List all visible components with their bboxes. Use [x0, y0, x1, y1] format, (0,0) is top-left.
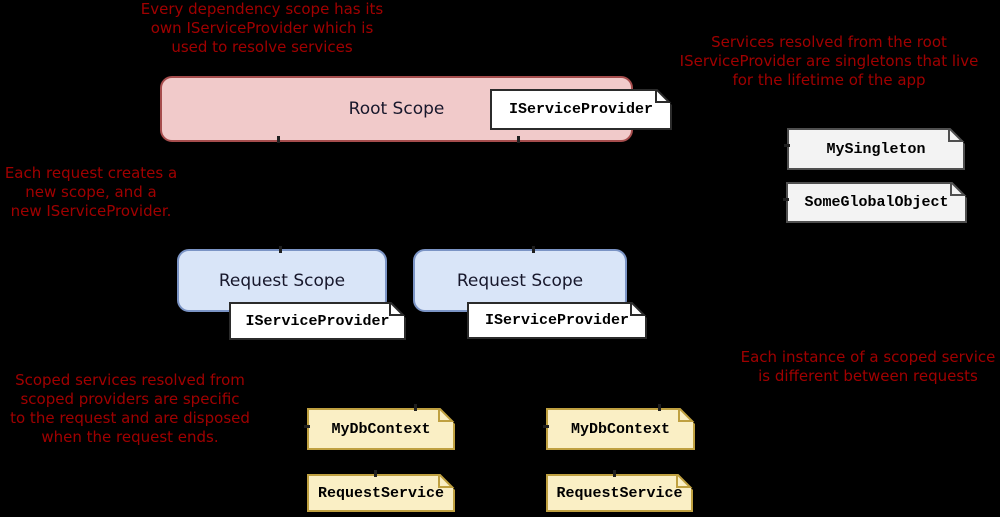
note-label: IServiceProvider [484, 312, 630, 329]
request-scope-2-box: Request Scope [413, 249, 627, 312]
annotation-top-left: Every dependency scope has its own IServ… [96, 0, 428, 57]
annotation-line: scoped providers are specific [20, 390, 240, 408]
folded-corner-icon [948, 128, 965, 144]
mydbcontext-note-request-2: MyDbContext [546, 408, 695, 450]
note-label: SomeGlobalObject [804, 194, 949, 211]
connector-tick [277, 136, 280, 143]
note-label: IServiceProvider [508, 101, 654, 118]
connector-tick [374, 470, 377, 477]
folded-corner-icon [655, 89, 672, 105]
connector-tick [414, 404, 417, 411]
connector-tick [613, 470, 616, 477]
connector-tick [658, 404, 661, 411]
annotation-line: IServiceProvider are singletons that liv… [679, 52, 979, 70]
annotation-line: to the request and are disposed [10, 409, 250, 427]
annotation-line: Every dependency scope has its [140, 0, 384, 18]
annotation-line: Each instance of a scoped service [740, 348, 996, 366]
mysingleton-note: MySingleton [787, 128, 965, 170]
note-label: MyDbContext [331, 420, 431, 438]
folded-corner-icon [389, 302, 406, 318]
root-scope-label: Root Scope [348, 99, 445, 119]
requestservice-note-request-2: RequestService [546, 474, 693, 512]
annotation-line: Scoped services resolved from [15, 371, 245, 389]
iserviceprovider-note-request-2: IServiceProvider [467, 302, 647, 339]
annotation-line: own IServiceProvider which is [150, 19, 374, 37]
annotation-mid-right: Each instance of a scoped service is dif… [722, 348, 1000, 386]
folded-corner-icon [630, 302, 647, 318]
annotation-line: Services resolved from the root [711, 33, 947, 51]
note-label: IServiceProvider [245, 312, 390, 330]
connector-tick [783, 198, 789, 201]
folded-corner-icon [438, 408, 455, 424]
annotation-bottom-left: Scoped services resolved from scoped pro… [0, 371, 270, 447]
note-label: MySingleton [826, 140, 926, 158]
note-label: MyDbContext [570, 420, 671, 438]
note-label: RequestService [317, 484, 445, 502]
request-scope-1-label: Request Scope [218, 270, 346, 291]
connector-tick [543, 425, 549, 428]
annotation-line: Each request creates a [4, 164, 178, 182]
mydbcontext-note-request-1: MyDbContext [307, 408, 455, 450]
iserviceprovider-note-root: IServiceProvider [490, 89, 672, 130]
iserviceprovider-note-request-1: IServiceProvider [229, 302, 406, 340]
annotation-line: when the request ends. [41, 428, 219, 446]
note-label: RequestService [556, 484, 683, 502]
annotation-mid-left: Each request creates a new scope, and a … [0, 164, 194, 221]
someglobalobject-note: SomeGlobalObject [786, 182, 967, 223]
connector-tick [532, 246, 535, 253]
connector-tick [784, 144, 790, 147]
annotation-line: is different between requests [758, 367, 978, 385]
annotation-line: for the lifetime of the app [732, 71, 926, 89]
annotation-line: new scope, and a [25, 183, 157, 201]
folded-corner-icon [950, 182, 967, 198]
connector-tick [304, 425, 310, 428]
annotation-top-right: Services resolved from the root IService… [663, 33, 995, 90]
request-scope-2-label: Request Scope [456, 270, 584, 291]
connector-tick [279, 246, 282, 253]
annotation-line: used to resolve services [171, 38, 353, 56]
connector-tick [517, 136, 520, 143]
folded-corner-icon [676, 474, 693, 490]
annotation-line: new IServiceProvider. [10, 202, 172, 220]
requestservice-note-request-1: RequestService [307, 474, 455, 512]
folded-corner-icon [438, 474, 455, 490]
folded-corner-icon [678, 408, 695, 424]
